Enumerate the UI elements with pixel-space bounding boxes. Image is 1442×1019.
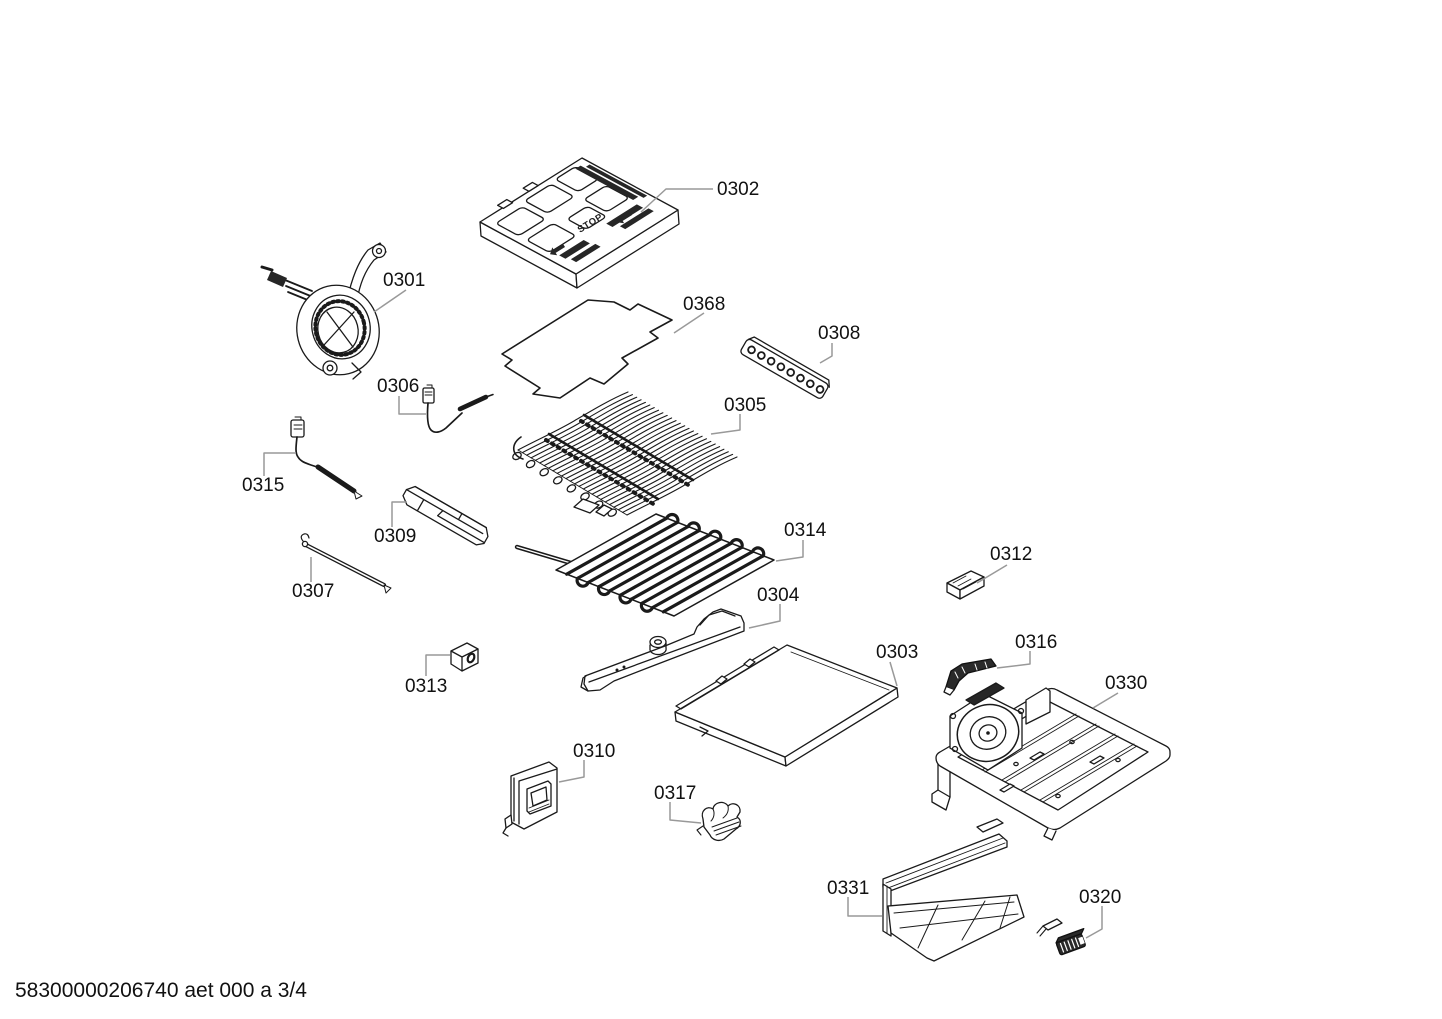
part-drawing-0310 (502, 761, 558, 837)
part-label-0368[interactable]: 0368 (683, 294, 725, 315)
part-label-0314[interactable]: 0314 (784, 520, 827, 541)
part-label-0306[interactable]: 0306 (377, 376, 419, 397)
part-label-0331[interactable]: 0331 (827, 878, 869, 899)
part-label-0309[interactable]: 0309 (374, 526, 416, 547)
leader-line-0317 (669, 802, 702, 824)
part-drawing-0316 (943, 658, 997, 696)
part-drawing-0331 (882, 818, 1025, 962)
leader-line-0302 (640, 188, 713, 213)
leader-line-0312 (976, 564, 1008, 584)
leader-line-0368 (673, 312, 705, 334)
part-drawing-0302: STOP (480, 156, 679, 288)
document-number: 58300000206740 aet 000 a 3/4 (15, 979, 307, 1002)
part-drawing-0320 (1036, 918, 1086, 956)
leader-line-0308 (819, 343, 833, 364)
part-label-0330[interactable]: 0330 (1105, 673, 1147, 694)
part-label-0313[interactable]: 0313 (405, 676, 447, 697)
part-label-0305[interactable]: 0305 (724, 395, 766, 416)
part-drawing-0304 (580, 608, 745, 692)
leader-line-0316 (996, 651, 1031, 669)
leader-line-0320 (1085, 906, 1103, 939)
part-label-0301[interactable]: 0301 (383, 270, 425, 291)
leader-line-0306 (398, 396, 426, 415)
part-label-0317[interactable]: 0317 (654, 783, 696, 804)
part-label-0308[interactable]: 0308 (818, 323, 860, 344)
leader-line-0331 (847, 897, 882, 917)
part-label-0307[interactable]: 0307 (292, 581, 334, 602)
part-label-0312[interactable]: 0312 (990, 544, 1032, 565)
part-drawing-0368 (501, 299, 673, 399)
part-label-0320[interactable]: 0320 (1079, 887, 1121, 908)
leader-line-0304 (748, 604, 781, 629)
leader-line-0330 (1092, 692, 1119, 709)
part-label-0316[interactable]: 0316 (1015, 632, 1057, 653)
part-drawing-0308 (740, 336, 830, 399)
leader-line-0309 (391, 501, 407, 527)
leader-line-0314 (775, 540, 804, 562)
part-drawing-0315 (290, 416, 363, 500)
leader-line-0310 (558, 760, 585, 783)
part-label-0302[interactable]: 0302 (717, 179, 759, 200)
leader-line-0301 (373, 289, 407, 313)
part-drawing-0317 (696, 801, 742, 842)
leader-line-0313 (425, 654, 450, 676)
part-drawing-0303 (674, 644, 899, 767)
part-drawing-0301 (260, 242, 387, 380)
part-drawing-0305 (512, 391, 738, 517)
part-drawing-0312 (946, 570, 985, 600)
leader-line-0303 (889, 661, 898, 687)
part-label-0315[interactable]: 0315 (242, 475, 284, 496)
leader-line-0305 (710, 414, 741, 435)
part-drawing-0314 (514, 498, 775, 617)
part-drawing-0309 (402, 485, 489, 546)
part-label-0303[interactable]: 0303 (876, 642, 918, 663)
part-drawing-0306 (422, 384, 494, 434)
part-label-0304[interactable]: 0304 (757, 585, 800, 606)
part-drawing-0330 (931, 682, 1171, 841)
part-label-0310[interactable]: 0310 (573, 741, 615, 762)
part-drawing-0313 (450, 642, 479, 672)
leader-line-0315 (263, 452, 296, 476)
part-drawing-0307 (300, 533, 392, 594)
